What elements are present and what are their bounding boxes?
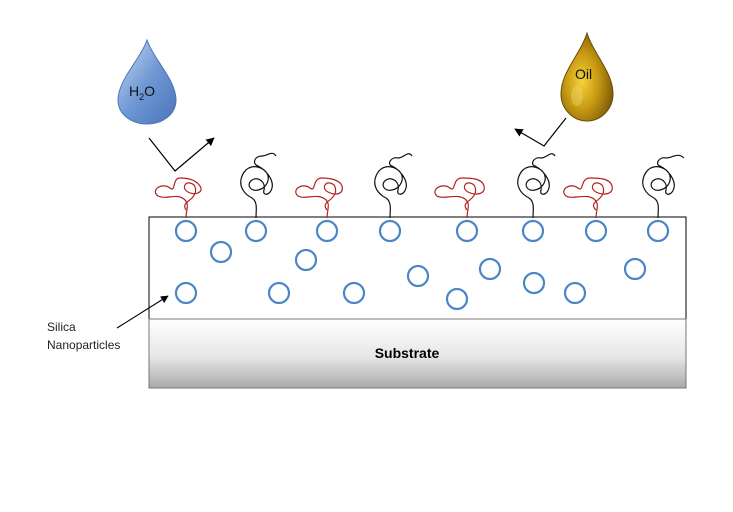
nanoparticle — [174, 219, 198, 243]
silica-nanoparticles — [174, 219, 670, 311]
nanoparticle — [455, 219, 479, 243]
nanoparticle — [315, 219, 339, 243]
nanoparticle — [522, 271, 546, 295]
nanoparticle — [646, 219, 670, 243]
red-polymer-chain — [154, 177, 202, 219]
nanoparticle — [445, 287, 469, 311]
black-polymer-chain — [517, 153, 556, 219]
oil-label: Oil — [575, 66, 592, 82]
nanoparticle — [294, 248, 318, 272]
nanoparticle — [623, 257, 647, 281]
annotation-line-2: Nanoparticles — [47, 338, 120, 352]
oil-droplet: Oil — [560, 31, 614, 122]
nanoparticle — [244, 219, 268, 243]
nanoparticle — [174, 281, 198, 305]
red-polymer-chain — [295, 177, 343, 219]
substrate-label: Substrate — [375, 345, 440, 361]
nanoparticle — [478, 257, 502, 281]
nanoparticle — [406, 264, 430, 288]
annotation-line-1: Silica — [47, 320, 76, 334]
red-polymer-chain — [563, 177, 613, 219]
nanoparticle — [584, 219, 608, 243]
nanoparticle — [267, 281, 291, 305]
water-label-sub: 2 — [139, 92, 144, 102]
silica-nanoparticles-annotation: Silica Nanoparticles — [47, 295, 169, 352]
water-label-h: H — [129, 83, 139, 99]
black-polymer-chain — [642, 154, 685, 219]
nanoparticle — [563, 281, 587, 305]
red-polymer-chain — [434, 177, 485, 219]
black-polymer-chain — [374, 153, 413, 219]
svg-text:H2O: H2O — [129, 83, 155, 102]
substrate: Substrate — [148, 318, 687, 389]
black-polymer-chain — [240, 152, 277, 219]
water-droplet: H2O — [117, 38, 177, 125]
water-repel-arrow — [148, 137, 215, 172]
nanoparticle — [342, 281, 366, 305]
nanoparticle — [378, 219, 402, 243]
polymer-chains — [154, 152, 685, 219]
nanoparticle — [209, 240, 233, 264]
water-label-o: O — [144, 83, 155, 99]
nanoparticle — [521, 219, 545, 243]
oil-repel-arrow — [514, 117, 567, 147]
